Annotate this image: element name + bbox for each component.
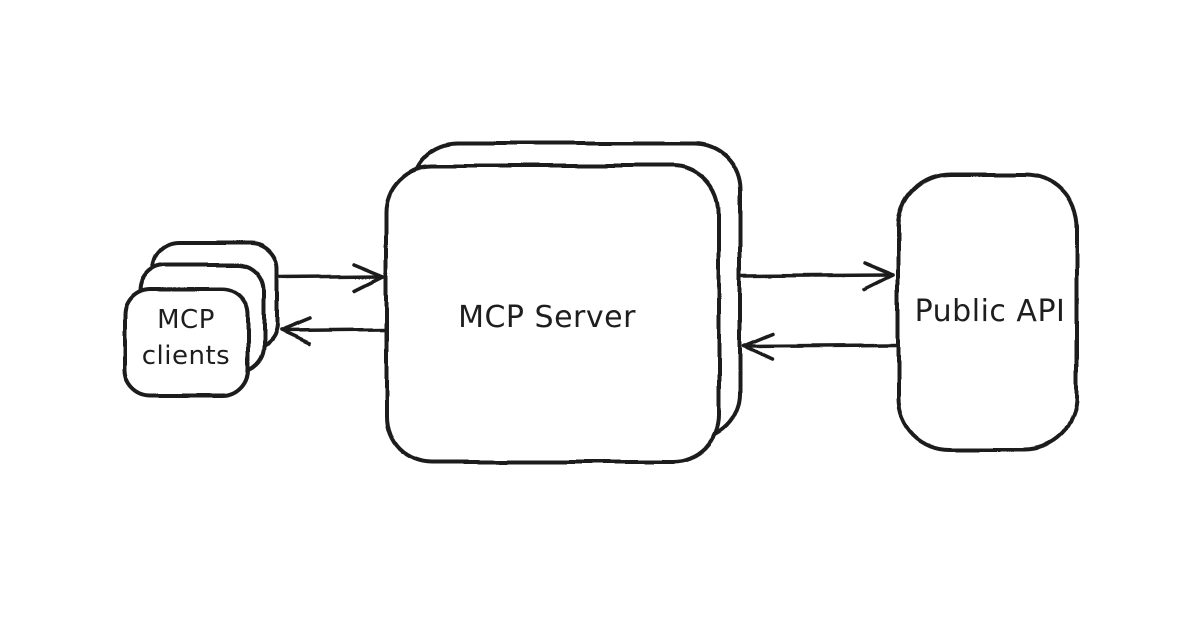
arrow-shaft [276, 274, 385, 279]
diagram-labels: MCP clients MCP Server Public API [142, 294, 1066, 371]
public-api-card [896, 173, 1079, 452]
arrow-server-to-api [738, 260, 895, 290]
arrow-right-head-icon [862, 260, 895, 290]
arrow-api-to-server [742, 332, 899, 361]
mcp-clients-card-front [122, 287, 250, 398]
node-mcp-clients [122, 241, 279, 398]
arrow-right-head-icon [352, 262, 385, 292]
mcp-clients-label-line1: MCP [157, 305, 215, 335]
arrow-shaft [738, 272, 895, 277]
public-api-label: Public API [915, 294, 1066, 329]
arrow-clients-to-server [276, 262, 385, 292]
node-mcp-server [384, 141, 742, 464]
arrow-shaft [742, 343, 899, 348]
arrow-server-to-clients [279, 317, 388, 346]
diagram-edges [276, 260, 899, 361]
node-public-api [896, 173, 1079, 452]
mcp-server-card-front [384, 164, 721, 464]
arrow-shaft [279, 328, 388, 333]
diagram-shapes [122, 141, 1079, 464]
arrow-left-head-icon [742, 332, 775, 361]
arrow-left-head-icon [279, 317, 312, 346]
mcp-server-label: MCP Server [458, 300, 636, 335]
mcp-clients-label-line2: clients [142, 341, 230, 371]
